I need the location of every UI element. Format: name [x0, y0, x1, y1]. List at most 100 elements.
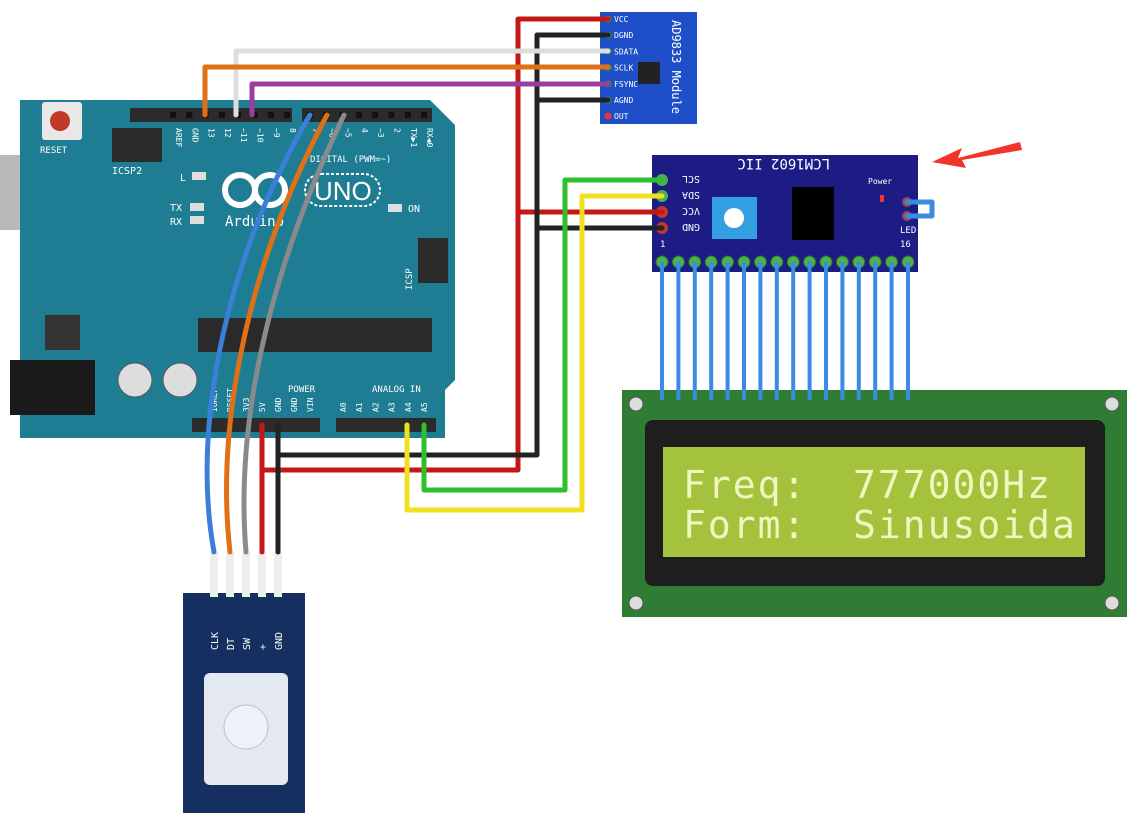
ad9833-pin-label: SDATA: [614, 47, 638, 56]
analog-header: [336, 418, 436, 432]
digital-pin-label: GND: [190, 128, 199, 143]
encoder-pin: [258, 552, 266, 597]
power-pin-label: VIN: [306, 397, 315, 412]
header-pin: [186, 112, 193, 118]
analog-pin-label: A2: [371, 402, 380, 412]
ad9833-pin-label: SCLK: [614, 64, 633, 73]
lcd-line2-value: Sinusoida: [853, 503, 1077, 547]
reset-label: RESET: [40, 146, 68, 156]
backpack-pin-label: GND: [682, 221, 700, 232]
header-pin: [404, 112, 411, 118]
power-pin-label: 5V: [258, 402, 267, 412]
rotary-encoder: CLK DT SW + GND: [183, 552, 305, 813]
digital-pin-label: TX▶1: [409, 128, 418, 147]
digital-header-1: [130, 108, 292, 122]
digital-pin-label: ~5: [344, 128, 353, 138]
encoder-pin-label: SW: [242, 637, 253, 650]
icsp-label: ICSP: [405, 268, 415, 290]
encoder-pin-label: DT: [226, 638, 237, 650]
digital-pin-label: 13: [207, 128, 216, 138]
red-arrow-icon: [932, 142, 1022, 168]
wire-clk: [204, 112, 313, 555]
power-label: POWER: [288, 385, 316, 395]
lcd-line1-value: 777000Hz: [853, 463, 1052, 507]
wire-dt: [224, 112, 330, 555]
backpack-pin-label: VCC: [682, 205, 700, 216]
encoder-pin: [210, 552, 218, 597]
encoder-pin-label: +: [258, 644, 269, 650]
analog-label: ANALOG IN: [372, 385, 421, 395]
ad9833-pin-label: OUT: [614, 112, 629, 121]
lcd-line1-label: Freq:: [683, 463, 807, 507]
digital-pin-label: 2: [393, 128, 402, 133]
encoder-pin: [274, 552, 282, 597]
digital-pin-label: RX◀0: [425, 128, 434, 147]
analog-pin-label: A1: [355, 402, 364, 412]
led-jumper: [902, 197, 935, 221]
analog-pin-label: A5: [420, 402, 429, 412]
wires: [202, 16, 665, 555]
wire-scl: [421, 177, 665, 493]
ad9833-pin-label: AGND: [614, 96, 633, 105]
lcd-1602: Freq: 777000Hz Form: Sinusoida: [622, 390, 1127, 617]
power-pin-label: 3V3: [242, 397, 251, 412]
digital-pin-label: ~6: [327, 128, 336, 138]
power-jack: [10, 360, 95, 415]
encoder-pin-label: CLK: [210, 632, 221, 650]
backpack-title: LCM1602 IIC: [737, 155, 830, 171]
ad9833-pin: [604, 112, 612, 120]
header-pin: [421, 112, 428, 118]
ad9833-pin-label: DGND: [614, 31, 633, 40]
icsp2-label: ICSP2: [112, 166, 142, 177]
power-led: [880, 195, 884, 202]
digital-pin-label: ~9: [272, 128, 281, 138]
ad9833-chip: [638, 62, 660, 84]
led-jumper-label: LED: [900, 226, 916, 236]
digital-pin-label: ~10: [256, 128, 265, 143]
atmega-chip: [198, 318, 432, 352]
power-pin-label: GND: [290, 397, 299, 412]
arduino-logo: UNO Arduino: [222, 172, 381, 230]
ad9833-title: AD9833 Module: [669, 20, 683, 114]
capacitor: [162, 362, 198, 398]
digital-pin-label: ~11: [239, 128, 248, 143]
wire-sdata: [233, 48, 611, 118]
power-pin-label: GND: [274, 397, 283, 412]
digital-pin-label: 8: [288, 128, 297, 133]
lcd-parallel-wires: [660, 262, 910, 400]
encoder-pin: [242, 552, 250, 597]
wire-sda: [404, 193, 665, 513]
backpack-pin-label: SDA: [682, 189, 700, 200]
digital-label: DIGITAL (PWM=~): [310, 155, 391, 165]
icsp-header: [418, 238, 448, 283]
wire-sw: [241, 112, 347, 555]
backpack-pin-label: SCL: [682, 173, 700, 184]
lcd-screen: [663, 447, 1085, 557]
power-pin-label: IOREF: [210, 388, 219, 412]
encoder-pin: [226, 552, 234, 597]
power-led-label: Power: [868, 177, 892, 186]
regulator: [45, 315, 80, 350]
icsp2-header: [112, 128, 162, 162]
digital-pin-label: ~3: [376, 128, 385, 138]
ad9833-module: AD9833 Module VCCDGNDSDATASCLKFSYNCAGNDO…: [600, 12, 697, 124]
led-tx-label: TX: [170, 203, 182, 214]
encoder-pin-label: GND: [274, 632, 285, 650]
pin-16-label: 16: [900, 240, 911, 250]
analog-pin-label: A4: [404, 402, 413, 412]
digital-pin-label: 4: [360, 128, 369, 133]
power-header: [192, 418, 320, 432]
led-on-label: ON: [408, 204, 420, 215]
digital-header-2: [302, 108, 432, 122]
arduino-brand: Arduino: [225, 214, 284, 230]
led-rx-label: RX: [170, 217, 182, 228]
header-pin: [267, 112, 274, 118]
header-pin: [218, 112, 225, 118]
wire-fsync: [249, 81, 611, 118]
analog-pin-label: A0: [339, 402, 348, 412]
ad9833-pin-label: FSYNC: [614, 80, 638, 89]
led-l-label: L: [180, 173, 186, 184]
